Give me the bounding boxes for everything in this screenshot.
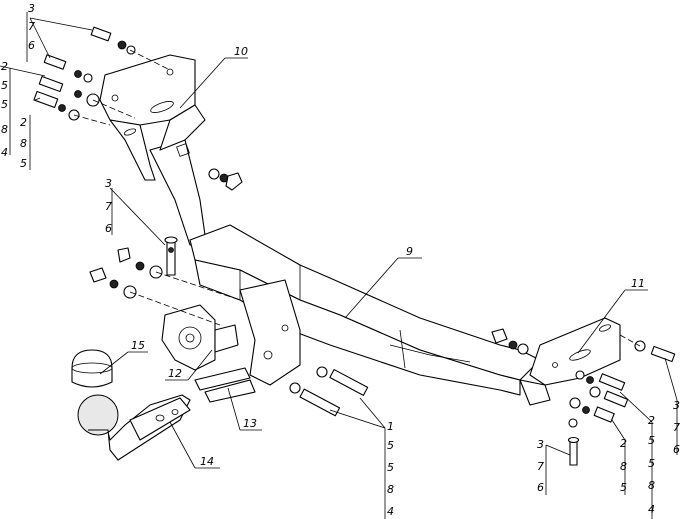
part-label-10: 10 [234, 45, 248, 58]
callout-num: 5 [620, 481, 627, 494]
callout-mid-left: 3 7 6 [105, 177, 112, 235]
part-label-14: 14 [200, 455, 214, 468]
callout-num: 8 [387, 483, 394, 496]
callout-num: 2 [20, 116, 27, 129]
socket-plate [161, 304, 239, 371]
callout-num: 2 [620, 437, 627, 450]
nuts-mid [208, 168, 243, 191]
callout-num: 3 [537, 438, 544, 451]
callout-num: 6 [673, 443, 680, 456]
part-label-13: 13 [243, 417, 257, 430]
callout-top-left-c: 2 8 5 [20, 116, 27, 170]
callout-num: 1 [387, 420, 394, 433]
callout-num: 7 [105, 200, 112, 213]
left-mounting-bracket [99, 54, 206, 181]
part-labels: 10 9 11 15 12 13 14 [131, 45, 645, 468]
callout-num: 4 [648, 503, 655, 516]
part-label-12: 12 [168, 367, 182, 380]
right-mounting-bracket [519, 317, 621, 406]
bolts-left-top [33, 26, 136, 121]
callout-num: 5 [387, 439, 394, 452]
callout-num: 8 [20, 137, 27, 150]
callout-right-mid: 2 8 5 [620, 437, 627, 494]
callout-num: 7 [28, 20, 35, 33]
ball-cap [71, 349, 113, 388]
callout-num: 6 [105, 222, 112, 235]
fasteners-right [491, 328, 676, 466]
part-label-15: 15 [131, 339, 145, 352]
callout-right-far: 3 7 6 [673, 399, 680, 456]
washers-left [89, 247, 163, 299]
callout-num: 8 [620, 460, 627, 473]
callout-num: 6 [537, 481, 544, 494]
callout-num: 2 [648, 414, 655, 427]
callout-top-left-b: 2 5 5 8 4 [1, 60, 8, 159]
tow-ball-hitch [77, 394, 191, 461]
callout-num: 4 [1, 146, 8, 159]
callout-num: 7 [673, 421, 680, 434]
part-label-11: 11 [631, 277, 645, 290]
callout-num: 4 [387, 505, 394, 518]
callout-bottom-part1: 1 5 5 8 4 [387, 420, 394, 518]
callout-num: 5 [1, 79, 8, 92]
bolts-part1 [289, 366, 369, 417]
callout-num: 5 [648, 457, 655, 470]
callout-num: 5 [20, 157, 27, 170]
callout-right-pin: 3 7 6 [537, 438, 544, 494]
callout-num: 8 [648, 479, 655, 492]
callout-num: 5 [387, 461, 394, 474]
callout-num: 5 [648, 434, 655, 447]
pin-left [164, 236, 178, 276]
callout-num: 5 [1, 98, 8, 111]
callout-num: 3 [28, 2, 35, 15]
callout-num: 7 [537, 460, 544, 473]
callout-num: 3 [105, 177, 112, 190]
callout-num: 6 [28, 39, 35, 52]
callout-num: 3 [673, 399, 680, 412]
part-label-9: 9 [406, 245, 413, 258]
callout-top-left-a: 3 7 6 [28, 2, 35, 52]
clamp-plates [194, 279, 301, 403]
callout-num: 2 [1, 60, 8, 73]
leader-lines [0, 12, 678, 519]
callout-num: 8 [1, 123, 8, 136]
callout-right-b: 2 5 5 8 4 [648, 414, 655, 516]
